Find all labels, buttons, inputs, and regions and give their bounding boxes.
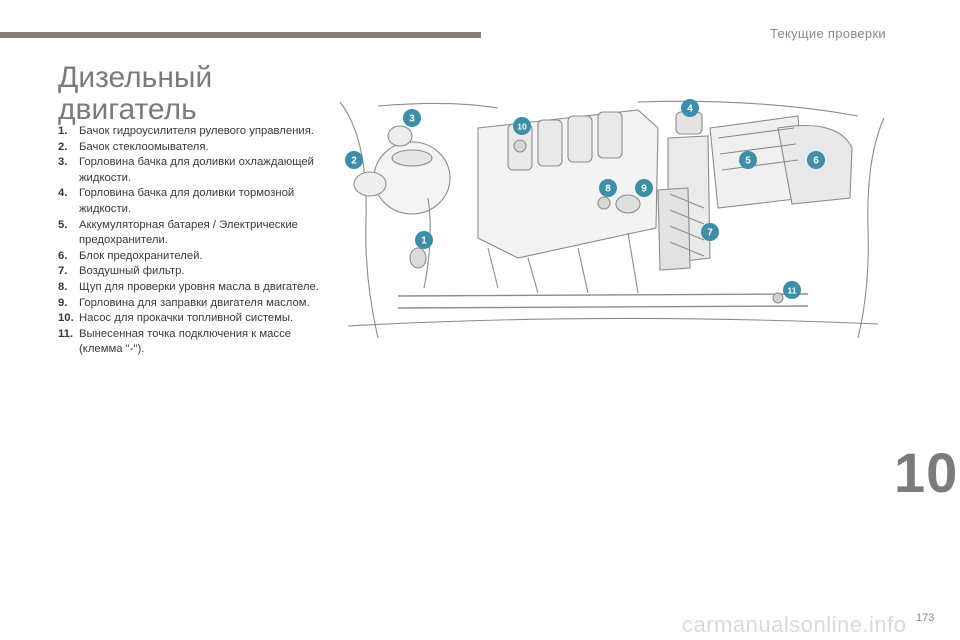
- legend-number: 4.: [58, 187, 68, 200]
- engine-bay-drawing: [339, 100, 885, 339]
- callout-8-label: 8: [605, 184, 611, 195]
- legend-number: 1.: [58, 125, 68, 137]
- callout-markers: 1 2 3 4 5 6 7 8 9 10 11: [345, 99, 825, 299]
- legend-number: 2.: [58, 140, 68, 153]
- component-legend: 1. Бачок гидроусилителя рулевого управлен…: [58, 124, 330, 358]
- legend-text: Бачок стеклоомывателя.: [79, 140, 209, 153]
- callout-7-badge: [701, 223, 719, 241]
- callout-3-badge: [403, 109, 421, 127]
- callout-1-label: 1: [421, 236, 427, 247]
- legend-text: Воздушный фильтр.: [79, 265, 185, 278]
- callout-1-badge: [415, 231, 433, 249]
- legend-number: 11.: [58, 327, 74, 340]
- legend-item: 9. Горловина для заправки двигателя масло…: [58, 296, 330, 312]
- callout-8-badge: [599, 179, 617, 197]
- legend-number: 6.: [58, 249, 68, 262]
- legend-text: Бачок гидроусилителя рулевого управления…: [79, 125, 314, 137]
- page-title: Дизельный двигатель: [58, 62, 212, 126]
- legend-text: Аккумуляторная батарея / Электрические п…: [79, 218, 298, 247]
- callout-3-label: 3: [409, 114, 415, 125]
- legend-number: 7.: [58, 265, 68, 278]
- page-title-line-1: Дизельный: [58, 61, 213, 94]
- legend-text: Вынесенная точка подключения к массе (кл…: [79, 327, 292, 356]
- header-rule: [0, 32, 481, 38]
- legend-text: Горловина бачка для доливки охлаждающей …: [79, 156, 314, 184]
- callout-4-badge: [681, 99, 699, 117]
- legend-item: 4. Горловина бачка для доливки тормозной …: [58, 186, 330, 217]
- legend-number: 8.: [58, 280, 68, 293]
- callout-6-label: 6: [813, 156, 819, 167]
- callout-2-badge: [345, 151, 363, 169]
- legend-text: Горловина бачка для доливки тормозной жи…: [79, 187, 295, 215]
- legend-item: 3. Горловина бачка для доливки охлаждающе…: [58, 155, 330, 186]
- chapter-number: 10: [894, 441, 959, 504]
- legend-text: Насос для прокачки топливной системы.: [79, 312, 294, 325]
- legend-item: 10. Насос для прокачки топливной системы.: [58, 311, 330, 327]
- legend-text: Блок предохранителей.: [79, 249, 203, 262]
- callout-6-badge: [807, 151, 825, 169]
- callout-9-badge: [635, 179, 653, 197]
- legend-item: 1. Бачок гидроусилителя рулевого управлен…: [58, 124, 330, 140]
- watermark: carmanualsonline.info: [682, 612, 907, 637]
- legend-item: 2. Бачок стеклоомывателя.: [58, 140, 330, 156]
- legend-text: Горловина для заправки двигателя маслом.: [79, 296, 310, 309]
- legend-number: 3.: [58, 156, 68, 169]
- callout-5-badge: [739, 151, 757, 169]
- callout-10-label: 10: [517, 122, 527, 132]
- legend-item: 8. Щуп для проверки уровня масла в двигат…: [58, 280, 330, 296]
- callout-5-label: 5: [745, 156, 751, 167]
- legend-number: 10.: [58, 312, 74, 325]
- section-title: Текущие проверки: [769, 26, 886, 41]
- legend-item: 7. Воздушный фильтр.: [58, 264, 330, 280]
- legend-text: Щуп для проверки уровня масла в двигател…: [79, 280, 319, 293]
- legend-number: 9.: [58, 296, 68, 309]
- callout-9-label: 9: [641, 184, 647, 195]
- legend-number: 5.: [58, 218, 68, 231]
- callout-10-badge: [513, 117, 531, 135]
- callout-11-badge: [783, 281, 801, 299]
- callout-4-label: 4: [687, 104, 693, 115]
- legend-item: 6. Блок предохранителей.: [58, 249, 330, 265]
- engine-bay-diagram: 1 2 3 4 5 6 7 8 9 10 11: [339, 99, 885, 339]
- page-number: 173: [916, 612, 935, 624]
- callout-11-label: 11: [788, 286, 797, 296]
- page-title-line-2: двигатель: [58, 93, 197, 126]
- legend-item: 11. Вынесенная точка подключения к массе …: [58, 327, 330, 358]
- callout-7-label: 7: [707, 228, 713, 239]
- legend-item: 5. Аккумуляторная батарея / Электрические…: [58, 218, 330, 249]
- callout-2-label: 2: [351, 156, 357, 167]
